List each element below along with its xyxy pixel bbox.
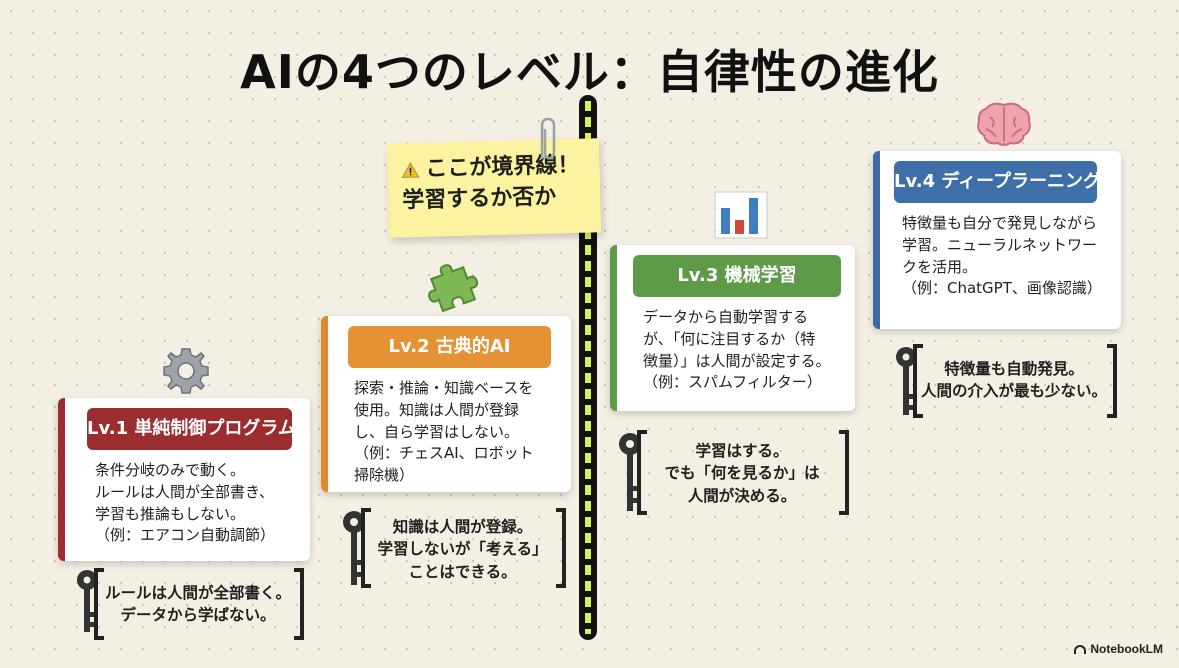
sticky-line-2: 学習するか否か — [401, 184, 557, 214]
brain-icon — [977, 102, 1031, 146]
key-icon — [619, 433, 641, 511]
notebooklm-branding: NotebookLM — [1074, 642, 1163, 656]
level-card-4: Lv.4 ディープラーニング 特徴量も自分で発見しながら 学習。ニューラルネット… — [873, 151, 1121, 329]
level-3-key-point: 学習はする。 でも「何を見るか」は 人間が決める。 — [617, 430, 849, 515]
level-2-header: Lv.2 古典的AI — [348, 326, 551, 368]
paperclip-icon — [540, 117, 556, 160]
level-3-description: データから自動学習する が、「何に注目するか（特 徴量）」は人間が設定する。 （… — [643, 308, 831, 392]
branding-text: NotebookLM — [1090, 642, 1163, 656]
level-1-key-point: ルールは人間が全部書く。 データから学ばない。 — [74, 568, 304, 640]
key-icon — [896, 347, 916, 415]
level-3-key-text: 学習はする。 でも「何を見るか」は 人間が決める。 — [664, 442, 820, 505]
level-card-3: Lv.3 機械学習 データから自動学習する が、「何に注目するか（特 徴量）」は… — [610, 245, 855, 411]
warning-icon — [401, 162, 420, 178]
level-1-key-text: ルールは人間が全部書く。 データから学ばない。 — [104, 584, 291, 625]
level-card-1: Lv.1 単純制御プログラム 条件分岐のみで動く。 ルールは人間が全部書き、 学… — [58, 398, 310, 561]
key-icon — [77, 570, 97, 632]
bar-chart-icon — [714, 191, 768, 239]
level-2-description: 探索・推論・知識ベースを 使用。知識は人間が登録 し、自ら学習はしない。 （例：… — [354, 379, 534, 484]
level-3-header: Lv.3 機械学習 — [633, 255, 841, 297]
gear-icon — [163, 348, 209, 394]
boundary-sticky-note: ここが境界線！ 学習するか否か — [386, 138, 602, 238]
page-title: AIの4つのレベル：自律性の進化 — [240, 45, 939, 99]
key-icon — [343, 511, 365, 585]
level-1-description: 条件分岐のみで動く。 ルールは人間が全部書き、 学習も推論もしない。 （例：エア… — [95, 461, 276, 545]
level-4-key-point: 特徴量も自動発見。 人間の介入が最も少ない。 — [893, 344, 1117, 418]
level-2-key-text: 知識は人間が登録。 学習しないが「考える」 ことはできる。 — [377, 518, 548, 581]
level-2-key-point: 知識は人間が登録。 学習しないが「考える」 ことはできる。 — [341, 508, 566, 588]
level-card-2: Lv.2 古典的AI 探索・推論・知識ベースを 使用。知識は人間が登録 し、自ら… — [321, 316, 571, 492]
level-4-header: Lv.4 ディープラーニング — [894, 161, 1101, 203]
level-1-header: Lv.1 単純制御プログラム — [87, 408, 296, 450]
puzzle-icon — [428, 264, 479, 313]
notebooklm-logo-icon — [1074, 645, 1087, 654]
level-4-key-text: 特徴量も自動発見。 人間の介入が最も少ない。 — [920, 360, 1107, 401]
level-4-description: 特徴量も自分で発見しながら 学習。ニューラルネットワー クを活用。 （例：Cha… — [902, 214, 1102, 298]
